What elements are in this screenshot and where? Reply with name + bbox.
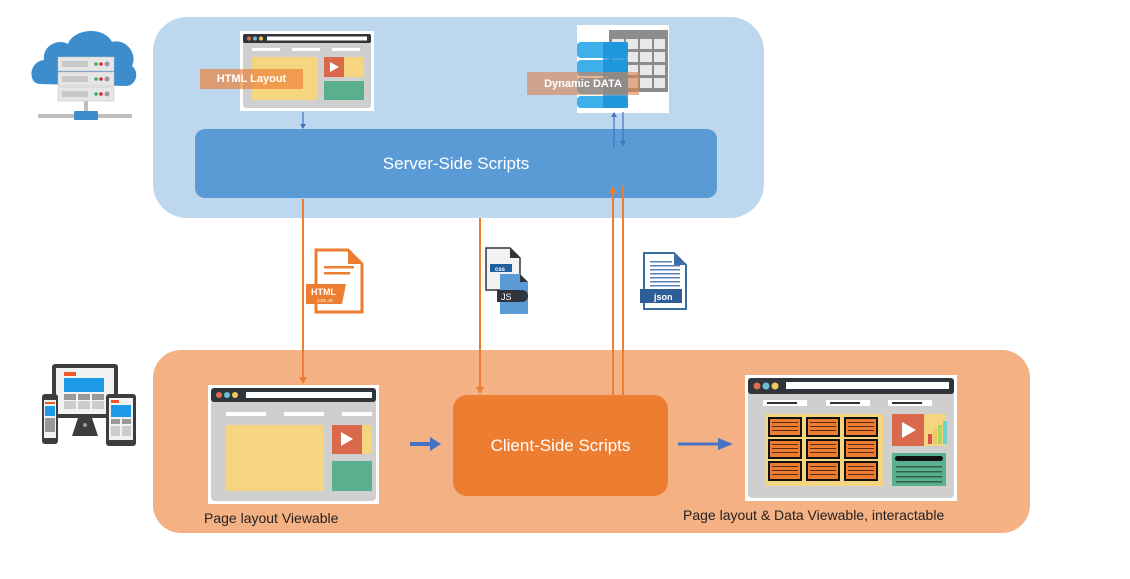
data-card-line [848, 430, 874, 431]
data-card-line [810, 470, 836, 471]
data-card-line [772, 444, 798, 445]
dynamic-data-tag: Dynamic DATA [527, 72, 639, 95]
data-card-line [772, 474, 798, 475]
page-data-interactable-caption: Page layout & Data Viewable, interactabl… [683, 507, 945, 523]
responsive-devices-icon [42, 364, 136, 446]
data-card-line [810, 430, 836, 431]
js-file-label: JS [501, 292, 512, 302]
data-card-line [810, 466, 836, 467]
page-layout-browser-icon [208, 385, 379, 504]
data-card-line [848, 448, 874, 449]
cloud-server-icon [31, 30, 137, 120]
data-card-line [772, 430, 798, 431]
data-card-line [772, 422, 798, 423]
data-card-line [848, 426, 874, 427]
client-side-scripts-box: Client-Side Scripts [453, 395, 668, 496]
html-layout-tag: HTML Layout [200, 69, 303, 89]
html-file-sublabel: CSS JS [317, 298, 333, 303]
page-layout-viewable-caption: Page layout Viewable [204, 510, 339, 526]
json-file-label: json [653, 292, 673, 302]
data-card-line [772, 466, 798, 467]
server-side-scripts-label: Server-Side Scripts [382, 153, 530, 173]
data-card-line [810, 444, 836, 445]
data-card-line [848, 474, 874, 475]
data-card-line [772, 470, 798, 471]
data-card-line [810, 426, 836, 427]
interactive-page-browser-icon [745, 375, 957, 501]
html-file-icon: HTML CSS JS [306, 248, 364, 314]
data-card-line [810, 474, 836, 475]
data-card-line [810, 452, 836, 453]
data-card-line [848, 470, 874, 471]
client-side-scripts-label: Client-Side Scripts [490, 435, 631, 455]
data-card-line [810, 422, 836, 423]
css-file-label: css [495, 267, 506, 273]
server-side-scripts-box: Server-Side Scripts [195, 129, 717, 198]
data-card-line [772, 426, 798, 427]
data-card-line [772, 448, 798, 449]
data-card-line [810, 448, 836, 449]
data-card-line [772, 452, 798, 453]
data-card-line [848, 466, 874, 467]
data-card-line [848, 444, 874, 445]
data-card-line [848, 452, 874, 453]
html-file-label: HTML [311, 287, 336, 297]
dynamic-data-icon [577, 25, 669, 113]
json-file-icon: json [640, 252, 687, 310]
data-card-line [848, 422, 874, 423]
css-js-file-icon: css JS [485, 247, 528, 314]
